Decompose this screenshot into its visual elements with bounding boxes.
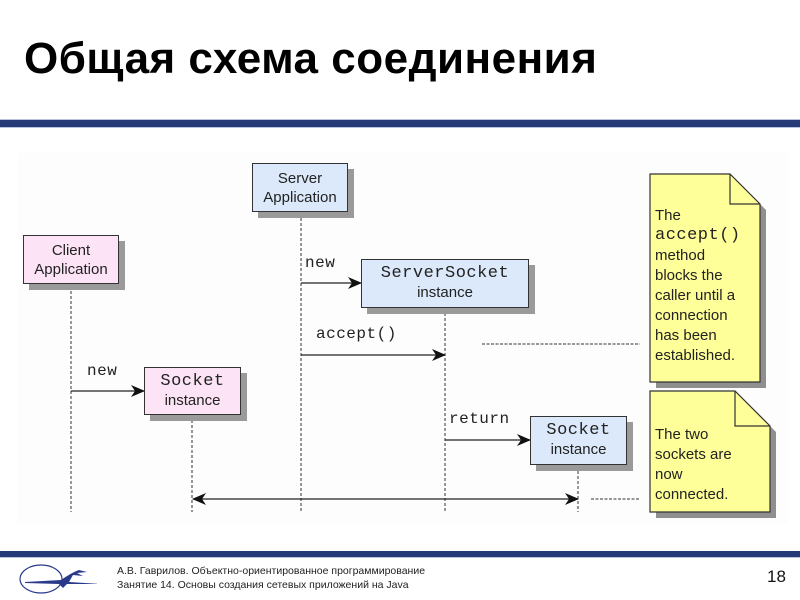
client-socket-line2: instance	[164, 392, 221, 409]
accept-note-shape	[649, 173, 766, 388]
server-side-socket-box: Socket instance	[530, 416, 627, 465]
footer-divider	[0, 551, 800, 558]
title-divider	[0, 119, 800, 128]
server-application-line2: Application	[263, 189, 337, 206]
accept-note-line8: established.	[655, 347, 736, 364]
slide-title: Общая схема соединения	[24, 34, 598, 83]
accept-note-line3: method	[655, 247, 706, 264]
connected-note-line4: connected.	[655, 486, 729, 503]
accept-note-line4: blocks the	[655, 267, 723, 284]
accept-note-line7: has been	[655, 327, 717, 344]
server-side-socket-line1: Socket	[546, 421, 611, 440]
return-label: return	[449, 410, 510, 428]
server-new-label: new	[305, 254, 336, 272]
accept-note-code: accept()	[655, 226, 741, 245]
connected-note-shape	[649, 390, 776, 518]
client-new-label: new	[87, 362, 118, 380]
page-number: 18	[767, 567, 786, 586]
client-application-line2: Application	[34, 261, 108, 278]
footer-author-course: А.В. Гаврилов. Объектно-ориентированное …	[117, 565, 426, 577]
server-side-socket-line2: instance	[550, 441, 607, 458]
server-socket-line1: ServerSocket	[380, 264, 510, 283]
connected-note-line1: The two	[655, 426, 709, 443]
footer-lesson: Занятие 14. Основы создания сетевых прил…	[117, 579, 409, 591]
server-application-box: Server Application	[252, 163, 348, 212]
server-socket-box: ServerSocket instance	[361, 259, 529, 308]
connected-note-line2: sockets are	[655, 446, 732, 463]
client-application-box: Client Application	[23, 235, 119, 284]
connected-note: The two sockets are now connected.	[655, 425, 732, 505]
accept-label: accept()	[316, 325, 397, 343]
accept-note-line1: The	[655, 207, 681, 224]
accept-note: The accept() method blocks the caller un…	[655, 206, 741, 366]
server-socket-line2: instance	[417, 284, 473, 301]
connected-note-line3: now	[655, 466, 683, 483]
server-application-line1: Server	[277, 170, 323, 187]
accept-note-line6: connection	[655, 307, 728, 324]
client-socket-box: Socket instance	[144, 367, 241, 415]
client-socket-line1: Socket	[160, 372, 225, 391]
accept-note-line5: caller until a	[655, 287, 736, 304]
client-application-line1: Client	[51, 242, 91, 259]
logo-icon	[19, 564, 97, 594]
